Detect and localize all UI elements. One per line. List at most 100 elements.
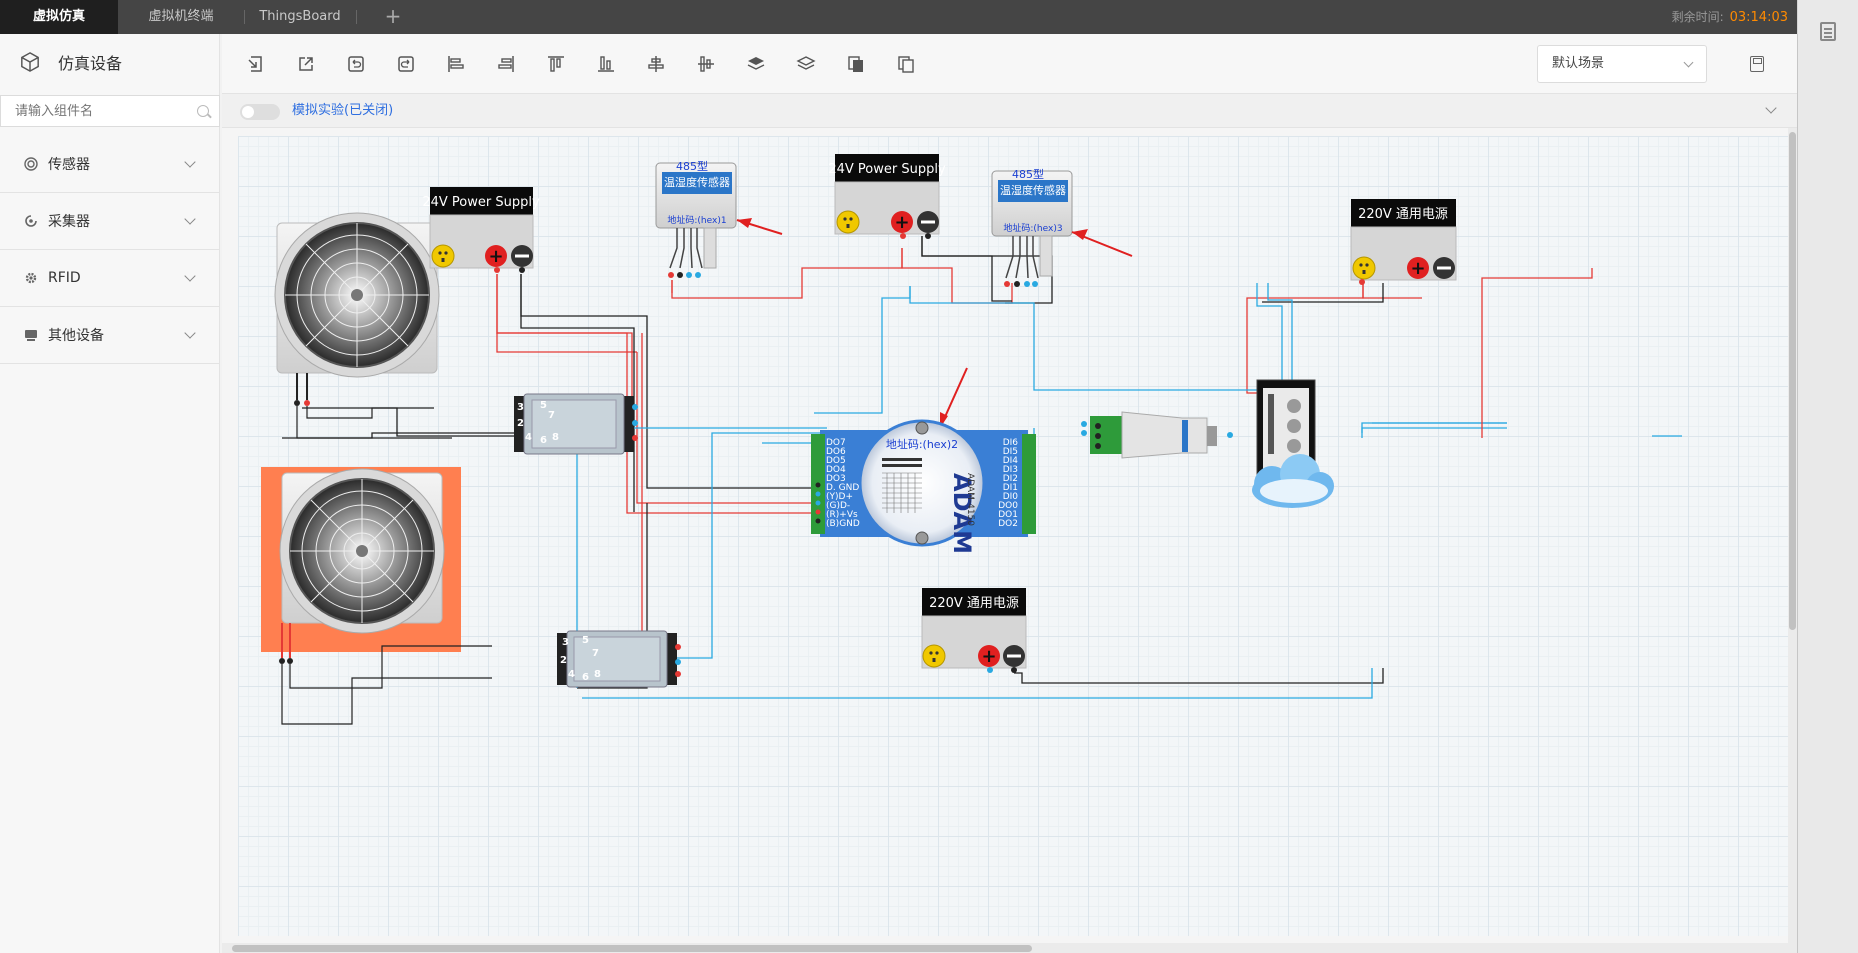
undo-icon[interactable] (346, 54, 366, 74)
vertical-scrollbar[interactable] (1788, 128, 1797, 953)
adam-pin: DI6 (1003, 438, 1019, 448)
relay-pin: 7 (592, 648, 599, 659)
tab-separator (244, 10, 245, 24)
component-search (0, 95, 220, 127)
sidebar-item-collectors[interactable]: 采集器 (0, 193, 220, 250)
power-supply-label: 220V 通用电源 (929, 596, 1019, 611)
align-bottom-icon[interactable] (596, 54, 616, 74)
sidebar-item-label: 采集器 (48, 214, 90, 230)
adam-pin: DO1 (998, 510, 1018, 520)
search-icon[interactable] (197, 105, 209, 117)
remaining-time: 剩余时间:03:14:03 (1672, 0, 1788, 34)
tab-separator (356, 10, 357, 24)
adam-pin: DO0 (998, 501, 1018, 511)
power-supply-label: 220V 通用电源 (1358, 207, 1448, 222)
scene-select-value: 默认场景 (1552, 56, 1605, 71)
align-top-icon[interactable] (546, 54, 566, 74)
sensor-address-label: 地址码:(hex)1 (667, 214, 726, 226)
adam-pin: DI2 (1003, 474, 1018, 484)
temp-humidity-sensor-3[interactable]: 485型 温湿度传感器 地址码:(hex)3 (991, 167, 1133, 287)
align-center-h-icon[interactable] (646, 54, 666, 74)
align-left-icon[interactable] (446, 54, 466, 74)
cube-icon (21, 52, 39, 72)
chevron-down-icon (184, 156, 196, 168)
add-tab-icon[interactable]: + (384, 4, 402, 28)
align-right-icon[interactable] (496, 54, 516, 74)
copy-icon[interactable] (846, 54, 866, 74)
power-supply-24v-1[interactable]: 24V Power Supply + (422, 187, 540, 273)
wiring-diagram: 3 5 2 7 4 6 8 3 5 2 7 4 6 8 (261, 154, 1682, 725)
import-icon[interactable] (246, 54, 266, 74)
relay-pin: 5 (540, 400, 547, 411)
chevron-down-icon (1683, 57, 1694, 68)
scrollbar-thumb[interactable] (232, 945, 1032, 952)
fan-1[interactable] (274, 212, 452, 439)
chevron-down-icon[interactable] (1765, 102, 1777, 114)
top-tab-bar: 虚拟仿真 虚拟机终端 ThingsBoard + 剩余时间:03:14:03 (0, 0, 1858, 34)
sidebar-item-label: 其他设备 (48, 328, 104, 344)
adam-pin: DI1 (1003, 483, 1018, 493)
rs485-converter[interactable] (1081, 411, 1217, 459)
adam-4150-module[interactable]: 地址码:(hex)2 ADAM ADAM-4150 DO7 DO6 DO5 DO… (811, 367, 1036, 554)
sensor-name-label: 温湿度传感器 (1000, 183, 1066, 197)
collector-icon (25, 215, 37, 227)
sidebar-item-sensors[interactable]: 传感器 (0, 136, 220, 193)
adam-pin: DI3 (1003, 465, 1018, 475)
svg-text:+: + (1410, 258, 1425, 279)
diagram-canvas[interactable]: 3 5 2 7 4 6 8 3 5 2 7 4 6 8 (222, 128, 1797, 953)
relay-pin: 4 (525, 432, 532, 443)
horizontal-scrollbar[interactable] (222, 943, 1788, 953)
save-icon[interactable] (1750, 56, 1764, 72)
sensor-type-label: 485型 (1012, 167, 1044, 181)
relay-1[interactable]: 3 5 2 7 4 6 8 (514, 393, 638, 455)
power-supply-220v-1[interactable]: 220V 通用电源 + (1350, 199, 1457, 285)
fan-2[interactable] (261, 467, 492, 725)
computer-cloud[interactable] (1227, 379, 1334, 508)
adam-pin: D. GND (826, 483, 859, 493)
adam-address-label: 地址码:(hex)2 (886, 437, 958, 451)
temp-humidity-sensor-1[interactable]: 485型 温湿度传感器 地址码:(hex)1 (655, 159, 783, 278)
send-back-icon[interactable] (796, 54, 816, 74)
relay-pin: 4 (568, 669, 575, 680)
redo-icon[interactable] (396, 54, 416, 74)
sidebar-header: 仿真设备 (0, 34, 219, 90)
experiment-toggle[interactable] (240, 104, 280, 120)
power-supply-24v-2[interactable]: 24V Power Supply + (828, 154, 946, 239)
adam-pin: (Y)D+ (826, 492, 853, 502)
bring-front-icon[interactable] (746, 54, 766, 74)
document-icon[interactable] (1820, 22, 1836, 41)
tab-thingsboard[interactable]: ThingsBoard (259, 9, 341, 24)
component-search-input[interactable] (1, 96, 181, 126)
tab-virtual-simulation[interactable]: 虚拟仿真 (0, 0, 118, 34)
panel-divider (1797, 34, 1798, 953)
relay-pin: 3 (517, 402, 524, 413)
adam-pin: (R)+Vs (826, 510, 858, 520)
relay-pin: 2 (560, 655, 567, 666)
relay-2[interactable]: 3 5 2 7 4 6 8 (557, 630, 681, 688)
tab-vm-terminal[interactable]: 虚拟机终端 (148, 9, 214, 24)
relay-pin: 7 (548, 410, 555, 421)
relay-pin: 5 (582, 635, 589, 646)
sidebar-item-other-devices[interactable]: 其他设备 (0, 307, 220, 364)
power-supply-label: 24V Power Supply (422, 195, 540, 210)
paste-icon[interactable] (896, 54, 916, 74)
remaining-time-value: 03:14:03 (1729, 10, 1788, 25)
scene-select[interactable]: 默认场景 (1537, 45, 1707, 83)
scrollbar-thumb[interactable] (1789, 132, 1796, 630)
adam-pin: (B)GND (826, 519, 860, 529)
power-supply-label: 24V Power Supply (828, 162, 946, 177)
adam-pin: DO4 (826, 465, 846, 475)
experiment-bar: 模拟实验(已关闭) (222, 94, 1797, 128)
adam-pin: (G)D- (826, 501, 850, 511)
sidebar-item-rfid[interactable]: RFID (0, 250, 220, 307)
svg-text:+: + (894, 212, 909, 233)
sidebar-item-label: 传感器 (48, 157, 90, 173)
sidebar-item-label: RFID (48, 270, 81, 286)
power-supply-220v-2[interactable]: 220V 通用电源 + (921, 588, 1027, 673)
export-icon[interactable] (296, 54, 316, 74)
editor-toolbar: 默认场景 (222, 34, 1797, 94)
relay-pin: 3 (562, 637, 569, 648)
device-sidebar: 仿真设备 传感器 采集器 RFID 其他设备 (0, 34, 220, 953)
relay-pin: 6 (540, 435, 547, 446)
align-center-v-icon[interactable] (696, 54, 716, 74)
